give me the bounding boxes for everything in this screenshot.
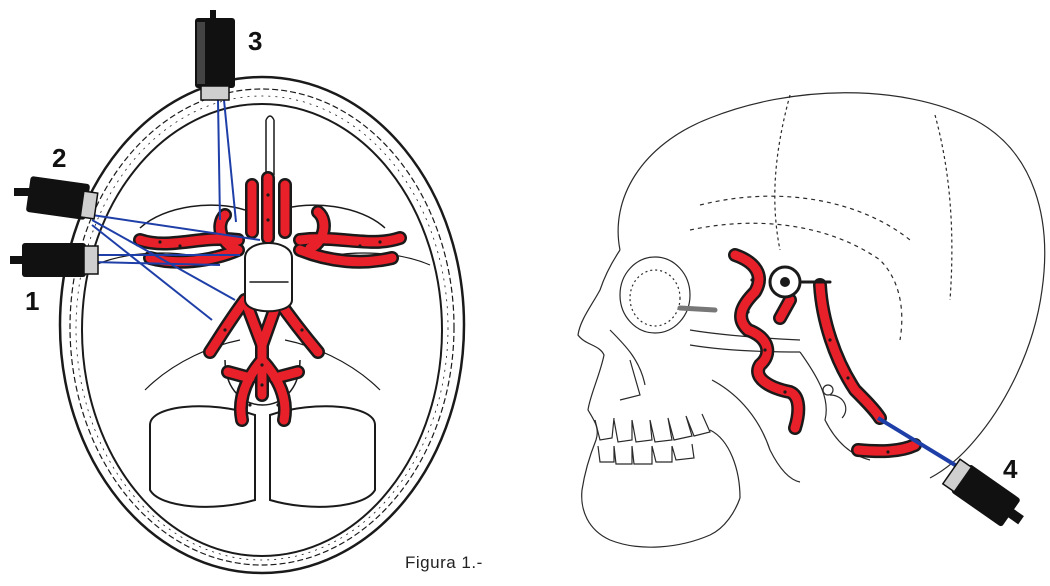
facial-profile [578,250,740,547]
sphenoid-ridge-right [280,205,385,228]
lower-teeth [598,444,694,464]
probe-1-label: 1 [25,288,39,314]
upper-teeth [595,414,710,442]
crista-galli [266,116,274,175]
optic-chiasm [245,243,292,311]
probe-2-label: 2 [52,145,66,171]
probe-3-icon [195,10,235,100]
probe-4-label: 4 [1003,456,1017,482]
insonation-beam-4 [878,418,960,468]
probe-2-icon [14,176,98,220]
probe-1-icon [10,243,98,277]
circle-of-willis [140,178,400,420]
figure-caption: Figura 1.- [405,553,483,573]
probe-3-label: 3 [248,28,262,54]
lateral-cerebral-arteries [680,255,915,454]
cranial-vault [618,93,1045,478]
